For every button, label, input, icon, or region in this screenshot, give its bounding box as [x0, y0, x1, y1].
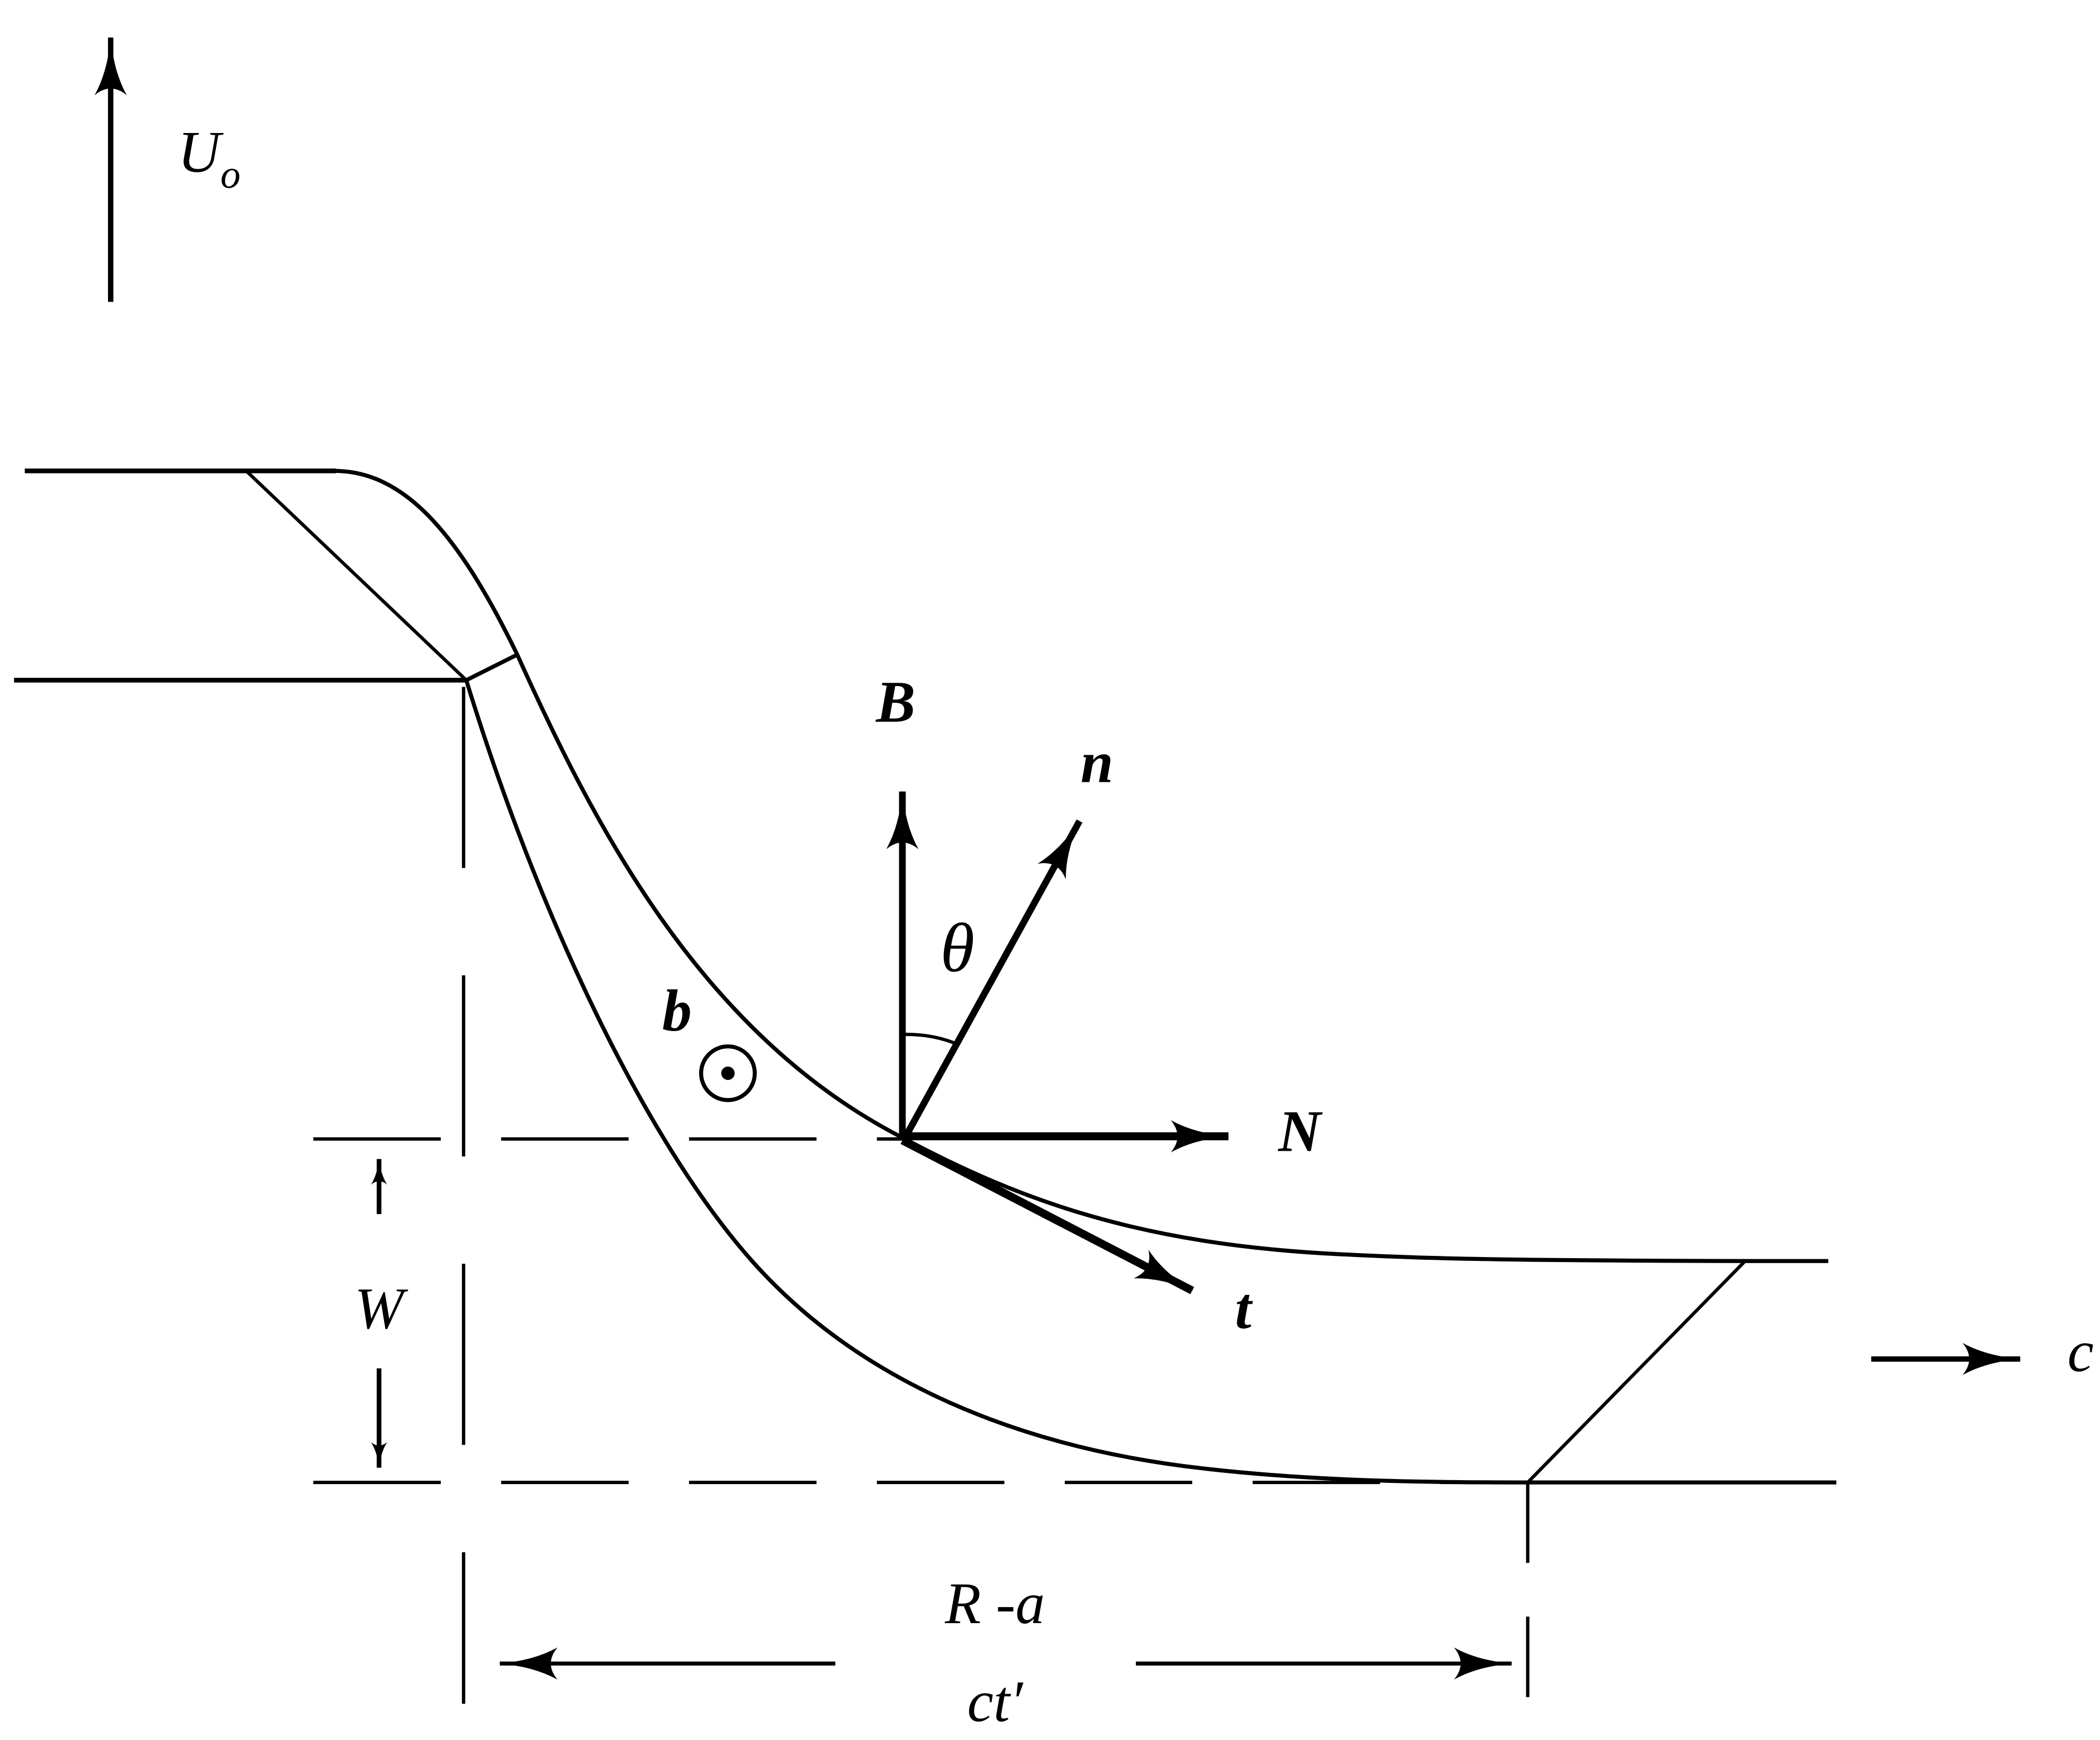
- theta-arc: [905, 1032, 957, 1046]
- B-label: B: [876, 669, 916, 735]
- width-label: W: [355, 1275, 409, 1341]
- upper-curve: [336, 469, 1828, 1263]
- upper-boundary-lines: [14, 469, 518, 683]
- distance-label-top: R -a: [945, 1570, 1045, 1636]
- distance-label-bottom: ct′: [967, 1668, 1024, 1734]
- right-boundary-lines: [1526, 1260, 1837, 1485]
- vector-triad: [886, 790, 1230, 1294]
- out-of-page-icon: [699, 1044, 757, 1102]
- b-label: b: [662, 978, 692, 1043]
- velocity-label: Uo: [178, 119, 240, 197]
- n-vector: [902, 819, 1083, 1140]
- dashed-guides: [313, 687, 1529, 1704]
- c-label: c: [2068, 1318, 2094, 1384]
- N-label: N: [1278, 1098, 1323, 1164]
- lower-curve: [464, 679, 1528, 1485]
- n-label: n: [1080, 729, 1113, 795]
- t-label: t: [1235, 1275, 1253, 1341]
- theta-label: θ: [940, 910, 975, 987]
- t-vector: [900, 1136, 1194, 1294]
